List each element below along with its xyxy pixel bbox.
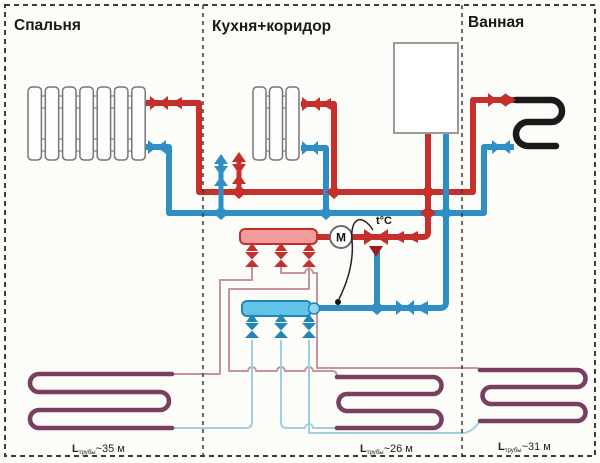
floor-loop-return-lines: [172, 340, 481, 434]
kitchen-radiator-return-valve: [302, 141, 318, 155]
loop-return-kitchen-line: [280, 340, 337, 429]
manifold-valve: [302, 314, 316, 338]
boiler: [393, 42, 459, 134]
loop-supply-kitchen-line: [228, 266, 338, 378]
junction-diamond: [420, 185, 436, 199]
flow-arrow: [392, 231, 404, 243]
room-label-bathroom: Ванная: [468, 14, 524, 31]
kitchen-radiator: [252, 86, 300, 161]
manifold-valve: [274, 243, 288, 267]
supply-manifold: [239, 228, 318, 245]
mixing-valve-body: [364, 229, 388, 245]
manifold-valve: [274, 314, 288, 338]
supply-piping: [146, 97, 516, 240]
stub-riser-supply-valve: [232, 164, 246, 184]
loop-length-label-kitchen: Lтрубы~26 м: [360, 443, 413, 456]
floor-loop-bathroom: [477, 367, 588, 424]
kitchen-radiator-return-riser: [301, 145, 329, 213]
flow-arrow: [406, 231, 418, 243]
loop-supply-bedroom-line: [172, 266, 253, 375]
return-manifold-valves: [245, 314, 316, 338]
towel-rail-return-valve: [492, 140, 510, 154]
loop-return-bathroom-line: [308, 340, 481, 434]
radiator-sections: [252, 86, 300, 161]
bedroom-radiator: [27, 86, 146, 161]
loop-length-label-bedroom: Lтрубы~35 м: [72, 443, 125, 456]
temperature-sensor-bulb: [335, 299, 341, 305]
junction-diamond: [231, 185, 247, 199]
flow-arrow-up: [214, 154, 228, 164]
junction-diamond: [213, 206, 229, 220]
manifold-valve: [245, 243, 259, 267]
return-manifold-end-cap: [307, 302, 321, 315]
floor-heating-loops: [27, 367, 588, 431]
return-line-valve: [396, 300, 414, 315]
towel-rail: [512, 96, 566, 150]
radiator-sections: [27, 86, 146, 161]
pipe-crossing-diamond: [420, 206, 436, 220]
floor-loop-bedroom: [27, 371, 175, 431]
boiler-return-drop: [318, 133, 449, 311]
thermostat-label: t°C: [376, 215, 392, 227]
capillary-sensor-line: [338, 218, 374, 300]
towel-rail-supply-valve: [488, 93, 506, 107]
flow-arrow: [321, 98, 331, 110]
loop-return-bedroom-line: [172, 340, 253, 429]
boiler-supply-drop: [364, 133, 431, 240]
manifold-valve: [302, 243, 316, 267]
return-manifold: [241, 300, 321, 317]
three-way-mixing-valve: [364, 229, 388, 257]
flow-arrow-up: [232, 152, 246, 162]
stub-riser-return-valve: [214, 166, 228, 186]
junction-diamond: [326, 185, 342, 199]
pump-label: M: [336, 231, 346, 245]
room-label-bedroom: Спальня: [14, 17, 81, 34]
loop-length-label-bathroom: Lтрубы~31 м: [498, 441, 551, 454]
manifold-valve: [245, 314, 259, 338]
return-manifold-body: [241, 300, 312, 317]
junction-diamond: [369, 301, 385, 315]
flow-arrow: [415, 301, 428, 315]
supply-manifold-valves: [245, 243, 316, 267]
room-label-kitchen: Кухня+коридор: [212, 18, 331, 35]
room-borders: [4, 4, 596, 457]
flow-arrow: [171, 97, 182, 109]
junction-diamond: [438, 206, 454, 220]
floor-loop-supply-lines: [172, 266, 481, 378]
junction-diamond: [318, 206, 334, 220]
flow-arrow: [506, 94, 516, 106]
return-valves: [148, 140, 510, 315]
supply-manifold-body: [239, 228, 318, 245]
kitchen-radiator-supply-valve: [302, 97, 320, 111]
supply-valves: [150, 93, 516, 243]
bedroom-radiator-supply-valve: [150, 96, 168, 110]
supply-junctions: [231, 185, 436, 220]
mixing-valve-bottom-port: [369, 246, 383, 257]
return-junctions: [213, 206, 454, 315]
floor-loop-kitchen: [334, 374, 444, 431]
bedroom-radiator-return-valve: [148, 140, 166, 154]
outer-border: [4, 4, 596, 457]
